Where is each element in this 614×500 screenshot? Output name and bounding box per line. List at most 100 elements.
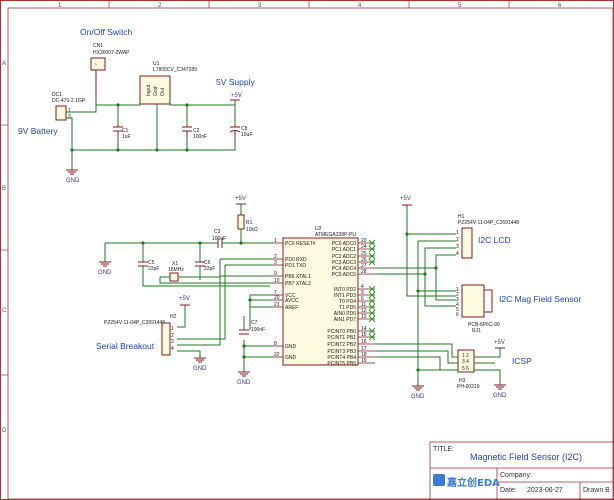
svg-text:RJ1: RJ1 [472,328,481,334]
svg-text:H3: H3 [459,378,466,384]
svg-text:C6: C6 [204,260,211,266]
note-serial: Serial Breakout [96,341,155,351]
svg-text:1: 1 [68,108,71,114]
vcc-symbol-icsp: +5V [494,340,505,349]
u2-right-pin-name: PC5 ADC5 [332,272,356,278]
svg-text:4: 4 [456,251,459,257]
svg-text:GND: GND [193,366,207,372]
svg-text:100nF: 100nF [212,236,226,242]
title-label: TITLE: [433,446,454,453]
u2-left-pin-number: 2 [274,254,277,260]
svg-text:DC1: DC1 [52,92,62,98]
mcu-wires [104,241,273,372]
svg-text:16MHz: 16MHz [168,267,184,273]
svg-text:2: 2 [456,292,459,298]
border-row-c: C [2,308,7,314]
u2-left-pin-name: VCC [285,293,296,299]
c2-capacitor: C2 100nF [182,125,207,140]
note-mag-sensor: I2C Mag Field Sensor [499,294,581,304]
c1-capacitor: C1 1uF [113,125,131,140]
svg-text:GND: GND [98,270,112,276]
gnd-symbol-icsp: GND [493,384,507,399]
svg-text:C1: C1 [122,128,129,134]
no-connect-mark [368,333,376,341]
u2-right-pin-name: T0 PD4 [339,299,356,305]
u2-right-pin-number: 4 [361,284,364,290]
u2-left-pin-number: 3 [274,260,277,266]
u2-left-pin-number: 8 [274,341,277,347]
u2-left-pin-name: PB7 XTAL2 [285,281,311,287]
border-row-a: A [2,61,6,67]
note-battery: 9V Battery [18,126,58,136]
u2-right-pin-number: 11 [361,302,366,308]
u2-left-pin-number: 10 [274,278,280,284]
border-col-1: 1 [58,3,62,9]
u2-microcontroller: U2 ATMEGA328P-PU [282,226,359,366]
svg-text:+5V: +5V [400,196,411,202]
u2-right-pin-name: PC1 ADC1 [332,247,356,253]
h3-icsp-header: 1 2 3 4 5 6 H3 PH-00219 [457,349,480,390]
border-row-b: B [2,186,6,192]
vcc-symbol-serial: +5V [179,296,190,306]
u2-left-pin-number: 9 [274,271,277,277]
no-connect-mark [368,297,376,305]
u2-right-pin-number: 15 [361,332,367,338]
svg-text:PZ254V-11-04P_C2691448: PZ254V-11-04P_C2691448 [104,320,165,326]
c3-capacitor: C3 100nF [212,229,226,248]
u2-left-pin-name: PB6 XTAL1 [285,274,311,280]
note-switch: On/Off Switch [80,27,133,37]
u2-left-pin-name: PC6 RESET# [285,241,316,247]
no-connect-mark [368,239,376,247]
svg-text:C2: C2 [193,128,200,134]
no-connect-mark [368,291,376,299]
drawn-by-label: Drawn B [583,487,610,494]
u2-right-pin-number: 12 [361,308,367,314]
border-col-2: 2 [158,3,162,9]
gnd-symbol-mcu: GND [237,371,251,386]
svg-text:GND: GND [493,393,507,399]
no-connect-mark [368,285,376,293]
r1-resistor: +5V R1 10kΩ [235,196,258,245]
u1-regulator: U1 L7805CV_C347289 Input Gnd Out [139,61,197,105]
border-col-4: 4 [358,3,362,9]
rj1-mag-sensor-connector: 1 2 3 4 5 6 PCB-6P6C-90 RJ1 [456,284,500,334]
svg-text:C8: C8 [241,126,248,132]
u2-right-pin-number: 18 [361,352,367,358]
gnd-symbol-i2c: GND [411,385,425,400]
svg-text:10kΩ: 10kΩ [246,227,258,233]
svg-text:2: 2 [171,333,174,339]
c5-capacitor: C5 22pF [138,260,159,272]
u2-right-pin-name: AIN0 PD6 [334,311,356,317]
u2-right-pin-name: AIN1 PD7 [334,317,356,323]
c6-capacitor: C6 22pF [195,260,215,272]
border-column-markers: 1 2 3 4 5 6 [58,0,562,9]
note-icsp: ICSP [512,356,532,366]
svg-text:Gnd: Gnd [153,86,159,96]
power-wires [66,100,236,170]
svg-text:CN1: CN1 [93,43,103,49]
company-label: Company: [500,472,532,479]
svg-text:ATMEGA328P-PU: ATMEGA328P-PU [315,232,356,238]
no-connect-mark [368,252,376,260]
u2-right-pin-name: T1 PD5 [339,305,356,311]
svg-text:22pF: 22pF [204,266,215,272]
svg-text:5 6: 5 6 [462,366,469,372]
border-col-6: 6 [558,3,562,9]
u2-right-pin-name: PCINT4 PB4 [327,355,356,361]
u2-left-pin-number: 20 [274,295,280,301]
gnd-symbol-supply: GND [66,169,80,184]
u2-left-pin-name: GND [285,355,297,361]
border-col-5: 5 [458,3,462,9]
u2-right-pin-number: 28 [361,269,367,275]
svg-text:H1: H1 [458,214,465,220]
u2-right-pin-name: INT0 PD2 [334,287,356,293]
svg-text:3: 3 [456,297,459,303]
c8-capacitor: C8 10uF [229,125,252,138]
svg-text:3 4: 3 4 [462,359,469,365]
svg-text:C3: C3 [214,229,221,235]
svg-text:U2: U2 [315,226,322,232]
no-connect-mark [368,315,376,323]
